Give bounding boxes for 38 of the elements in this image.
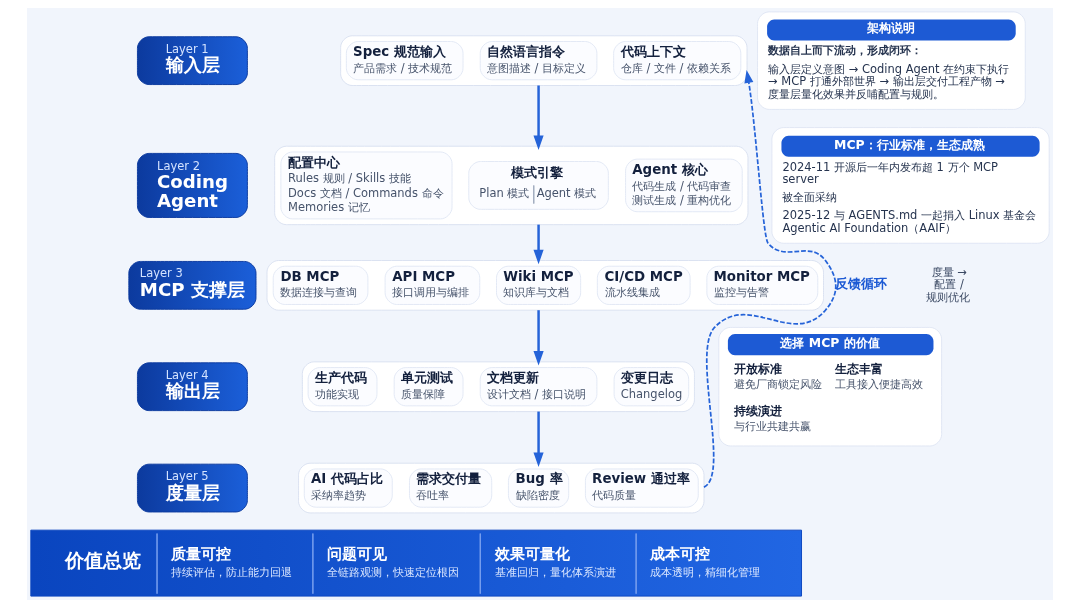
arrow	[533, 85, 544, 150]
node-box: API MCP 接口调用与编排	[384, 265, 481, 305]
node-box: CI/CD MCP 流水线集成	[596, 265, 691, 305]
node-box: Layer 3 MCP 支撑层	[128, 260, 257, 310]
node-box: 自然语言指令 意图描述 / 目标定义	[479, 41, 598, 81]
arrow	[533, 411, 544, 467]
node-box: 代码上下文 仓库 / 文件 / 依赖关系	[613, 41, 742, 81]
node-box: MCP：行业标准，生态成熟 2024-11 开源后一年内发布超 1 万个 MCP server 被全面采纳 2025-12 与 AGENTS.md 一起捐入 Linux 基金会 Agentic AI Foundation（AAIF）	[771, 127, 1050, 244]
edge-label: 反馈循环	[834, 275, 887, 291]
node-box: 配置中心 Rules 规则 / Skills 技能 Docs 文档 / Commands 命令 Memories 记忆	[280, 151, 453, 220]
cluster	[340, 35, 748, 86]
node-box: DB MCP 数据连接与查询	[272, 265, 369, 305]
node-box: 单元测试 质量保障	[393, 367, 464, 407]
node-box: Spec 规范输入 产品需求 / 技术规范	[345, 41, 464, 81]
cluster	[301, 361, 695, 413]
node-box: 需求交付量 吞吐率	[409, 468, 493, 508]
node-box: Layer 2 Coding Agent	[136, 152, 248, 218]
node-box: Agent 核心 代码生成 / 代码审查 测试生成 / 重构优化	[625, 158, 743, 213]
arrow	[533, 310, 544, 366]
node-box: 文档更新 设计文档 / 接口说明	[479, 367, 598, 407]
node-box: Wiki MCP 知识库与文档	[496, 265, 582, 305]
node-box: Layer 5 度量层	[136, 463, 248, 513]
cluster	[274, 145, 749, 226]
cluster	[298, 462, 705, 514]
node-box: Layer 4 输出层	[136, 362, 248, 412]
node-box: 选择 MCP 的价值 开放标准 避免厂商锁定风险 生态丰富 工具接入便捷高效 持续演进 与行业共建共赢	[718, 326, 943, 447]
node-box: 模式引擎 Plan 模式 Agent 模式	[468, 161, 609, 210]
node-box: Monitor MCP 监控与告警	[706, 265, 819, 305]
node-box: Review 通过率 代码质量	[584, 468, 699, 508]
node-box: Bug 率 缺陷密度	[507, 468, 570, 508]
node-box: 生产代码 功能实现	[307, 367, 378, 407]
node-box: Layer 1 输入层	[136, 36, 248, 86]
node-box: AI 代码占比 采纳率趋势	[303, 468, 393, 508]
node-box: 变更日志 Changelog	[613, 367, 690, 407]
cluster	[266, 260, 824, 311]
label: 度量 → 配置 / 规则优化	[926, 264, 971, 304]
arrow	[533, 224, 544, 265]
node-box: 架构说明 数据自上而下流动，形成闭环： 输入层定义意图 → Coding Agent 在约束下执行 → MCP 打通外部世界 → 输出层交付工程产物 → 度量层量化效果并反哺配置与规则。	[757, 11, 1026, 110]
